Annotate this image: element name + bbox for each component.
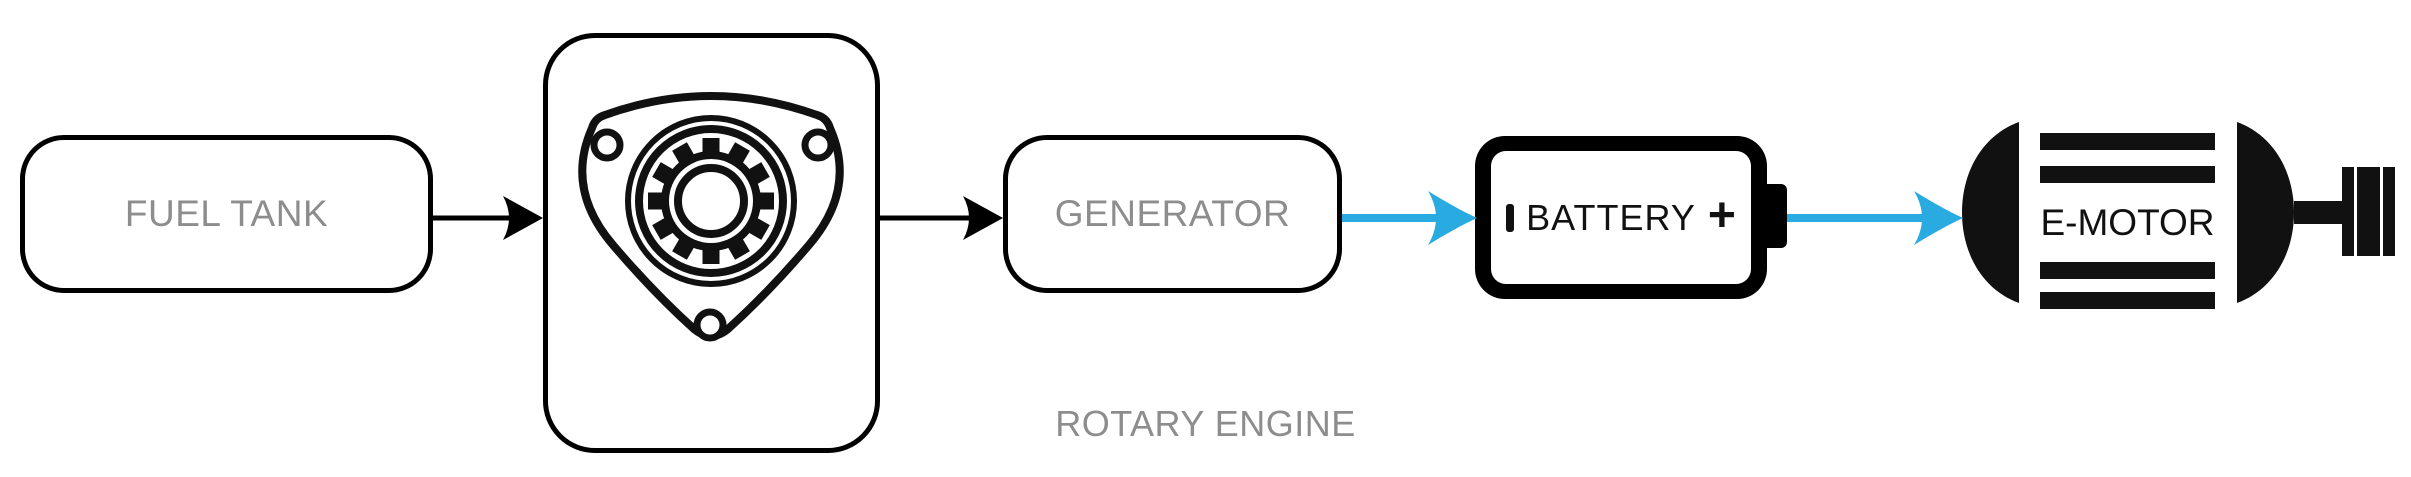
- fuel-tank-node: FUEL TANK: [20, 135, 433, 293]
- gear-icon: [648, 138, 774, 264]
- battery-plus-symbol: +: [1707, 188, 1736, 242]
- bolt-hole-icon: [693, 308, 727, 342]
- motor-coupling-flange: [2342, 167, 2395, 256]
- arrow-battery-to-emotor: [1787, 191, 1963, 245]
- generator-node: GENERATOR: [1003, 135, 1342, 293]
- battery-icon: BATTERY +: [1475, 136, 1767, 299]
- generator-label: GENERATOR: [1054, 193, 1291, 234]
- wankel-rotor-icon: [578, 92, 844, 342]
- arrow-fueltank-to-engine: [433, 196, 543, 240]
- e-motor-label: E-MOTOR: [2040, 202, 2215, 243]
- electric-motor-icon: [1962, 122, 2395, 309]
- battery-positive-terminal-icon: [1765, 184, 1787, 248]
- motor-right-cap: [2237, 122, 2294, 303]
- e-motor-node: E-MOTOR: [1955, 118, 2400, 313]
- fuel-tank-label: FUEL TANK: [124, 193, 329, 234]
- motor-stator-bars: [2040, 133, 2215, 309]
- battery-minus-terminal-icon: [1506, 203, 1515, 232]
- arrow-engine-to-generator: [880, 196, 1003, 240]
- bolt-hole-icon: [801, 128, 835, 162]
- motor-left-cap: [1962, 122, 2019, 303]
- battery-label: BATTERY: [1526, 196, 1696, 238]
- rotor-ring-inner: [635, 125, 787, 277]
- battery-inner-area: BATTERY +: [1491, 151, 1751, 284]
- rotor-ring-outer: [625, 115, 797, 287]
- bolt-hole-icon: [590, 128, 624, 162]
- arrow-generator-to-battery: [1342, 191, 1477, 245]
- motor-shaft: [2294, 201, 2342, 224]
- rotary-engine-label: ROTARY ENGINE: [1055, 403, 1356, 444]
